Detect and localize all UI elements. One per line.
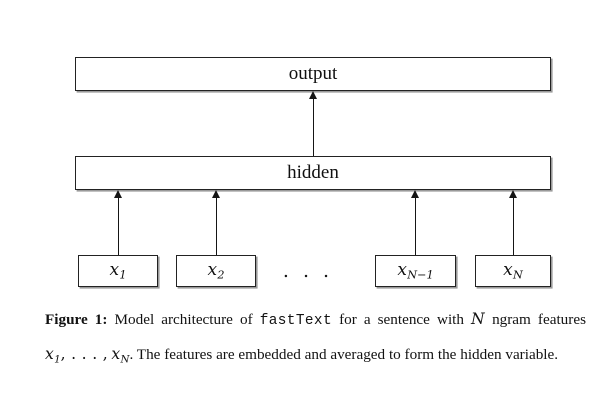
figure-caption-math-n: N xyxy=(471,310,485,328)
figure-caption-text-2: for a sentence with xyxy=(332,311,472,328)
figure-caption-text-4: . The features are embedded and averaged… xyxy=(129,346,559,363)
output-layer-label: output xyxy=(288,63,338,84)
output-layer-box: output xyxy=(75,57,551,91)
figure-caption-math-features: x1, . . . , xN xyxy=(45,345,130,366)
figure-caption-text-3: ngram features xyxy=(485,311,586,328)
arrow-shaft xyxy=(415,196,417,255)
input-node-x2: x2 xyxy=(176,255,256,287)
arrowhead-icon xyxy=(411,190,419,198)
arrow-shaft xyxy=(313,97,315,156)
figure-caption-label: Figure 1: xyxy=(45,311,108,328)
arrow-xn-to-hidden-icon xyxy=(507,190,520,255)
input-node-xn: xN xyxy=(475,255,551,287)
arrow-x1-to-hidden-icon xyxy=(112,190,125,255)
hidden-layer-box: hidden xyxy=(75,156,551,190)
input-node-x1-label: x1 xyxy=(109,260,127,282)
arrow-shaft xyxy=(216,196,218,255)
arrow-shaft xyxy=(118,196,120,255)
input-node-xn-1-label: xN−1 xyxy=(397,260,434,282)
arrowhead-icon xyxy=(309,91,317,99)
hidden-layer-label: hidden xyxy=(287,162,339,183)
arrow-x2-to-hidden-icon xyxy=(210,190,223,255)
input-node-x1: x1 xyxy=(78,255,158,287)
figure-diagram: output hidden x1 x2 . . . xN−1 xN xyxy=(75,57,551,287)
input-node-xn-label: xN xyxy=(503,260,523,282)
ellipsis-separator: . . . xyxy=(282,260,334,282)
arrow-xn-1-to-hidden-icon xyxy=(409,190,422,255)
arrowhead-icon xyxy=(212,190,220,198)
figure-caption-monospace-term: fastText xyxy=(259,313,332,329)
arrowhead-icon xyxy=(114,190,122,198)
arrow-hidden-to-output-icon xyxy=(307,91,320,156)
figure-caption-text-1: Model architecture of xyxy=(107,311,260,328)
arrow-shaft xyxy=(513,196,515,255)
arrowhead-icon xyxy=(509,190,517,198)
input-node-xn-1: xN−1 xyxy=(375,255,456,287)
input-node-x2-label: x2 xyxy=(207,260,225,282)
figure-caption: Figure 1: Model architecture of fastText… xyxy=(45,303,586,376)
